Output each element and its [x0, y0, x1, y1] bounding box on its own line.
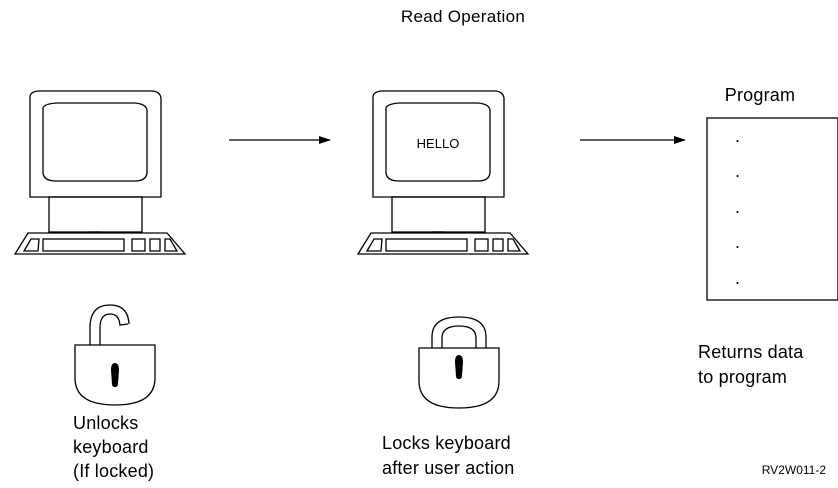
- program-caption: Returns data to program: [698, 342, 809, 387]
- terminal-1-caption-line-2: keyboard: [73, 437, 149, 457]
- terminal-2-caption: Locks keyboard after user action: [382, 433, 516, 478]
- keyboard-icon: [13, 232, 187, 255]
- diagram-title: Read Operation: [401, 7, 525, 26]
- terminal-2-caption-line-2: after user action: [382, 458, 514, 478]
- keyboard-icon: [356, 232, 530, 255]
- program-dot: .: [735, 126, 740, 146]
- program-dot: .: [735, 161, 740, 181]
- terminal-1-caption: Unlocks keyboard (If locked): [73, 413, 154, 481]
- program-block: Program . . . . . Returns data to progra…: [698, 85, 838, 387]
- terminal-2-screen-text: HELLO: [417, 136, 460, 151]
- figure-code: RV2W011-2: [762, 463, 827, 477]
- open-padlock-icon: [74, 304, 156, 406]
- terminal-1-caption-line-3: (If locked): [73, 461, 154, 481]
- program-dot: .: [735, 268, 740, 288]
- terminal-1-caption-line-1: Unlocks: [73, 413, 138, 433]
- program-listing: [706, 117, 838, 301]
- program-caption-line-1: Returns data: [698, 342, 804, 362]
- program-caption-line-2: to program: [698, 367, 787, 387]
- terminal-2: HELLO Locks keyboard after user action: [356, 90, 530, 478]
- terminal-1: Unlocks keyboard (If locked): [13, 90, 187, 481]
- program-dot: .: [735, 197, 740, 217]
- closed-padlock-icon: [418, 316, 500, 409]
- program-dot: .: [735, 232, 740, 252]
- monitor-icon: [29, 90, 162, 233]
- terminal-2-caption-line-1: Locks keyboard: [382, 433, 511, 453]
- program-label: Program: [725, 85, 795, 105]
- program-dots: . . . . .: [735, 126, 745, 288]
- monitor-icon: HELLO: [372, 90, 505, 233]
